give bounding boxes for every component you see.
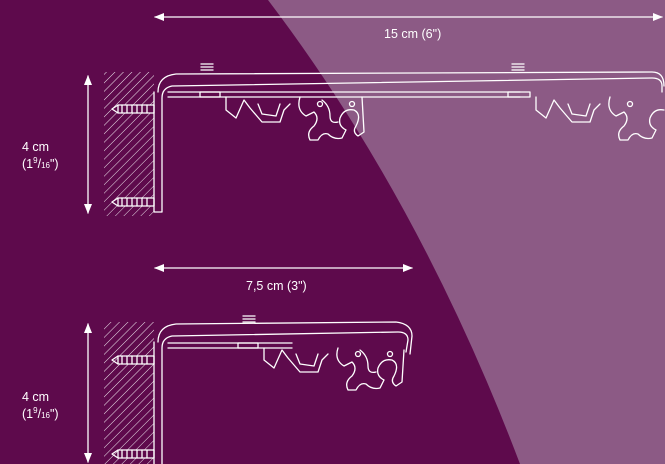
top-height-label: 4 cm (19/16"): [22, 140, 59, 173]
top-bracket-plate: [153, 77, 663, 213]
bottom-clip: [263, 347, 329, 373]
bottom-height-den: 16: [41, 411, 50, 420]
bottom-height-end: "): [49, 407, 59, 421]
top-width-label: 15 cm (6"): [384, 27, 442, 41]
bottom-screw-lower: [111, 449, 155, 459]
top-height-end: "): [49, 157, 59, 171]
top-hook-left: [298, 96, 365, 141]
bottom-height-label-cm: 4 cm: [22, 390, 50, 404]
bottom-wall: [104, 322, 154, 464]
top-bracket-assembly: [84, 13, 665, 216]
top-screw-upper: [111, 104, 155, 114]
top-height-label-cm: 4 cm: [22, 140, 50, 154]
bottom-bracket-assembly: [84, 264, 413, 464]
bottom-height-slash: /: [37, 407, 42, 421]
top-clip-left: [225, 96, 291, 123]
top-height-label-inch: (19/16"): [22, 154, 59, 173]
bottom-height-whole: (1: [22, 407, 34, 421]
top-height-num: 9: [33, 156, 38, 165]
top-wall: [104, 72, 154, 216]
top-height-whole: (1: [22, 157, 34, 171]
top-clip-right: [535, 96, 601, 123]
bottom-height-num: 9: [33, 406, 38, 415]
bottom-bracket-plate: [153, 331, 409, 464]
bottom-height-label-inch: (19/16"): [22, 404, 59, 423]
top-hook-right: [608, 96, 665, 141]
highlight-region: [268, 0, 665, 464]
top-screw-lower: [111, 197, 155, 207]
top-height-den: 16: [41, 161, 50, 170]
bottom-screw-upper: [111, 355, 155, 365]
bottom-hook: [336, 347, 405, 391]
top-height-slash: /: [37, 157, 42, 171]
bottom-height-label: 4 cm (19/16"): [22, 390, 59, 423]
bottom-width-label: 7,5 cm (3"): [246, 279, 307, 293]
